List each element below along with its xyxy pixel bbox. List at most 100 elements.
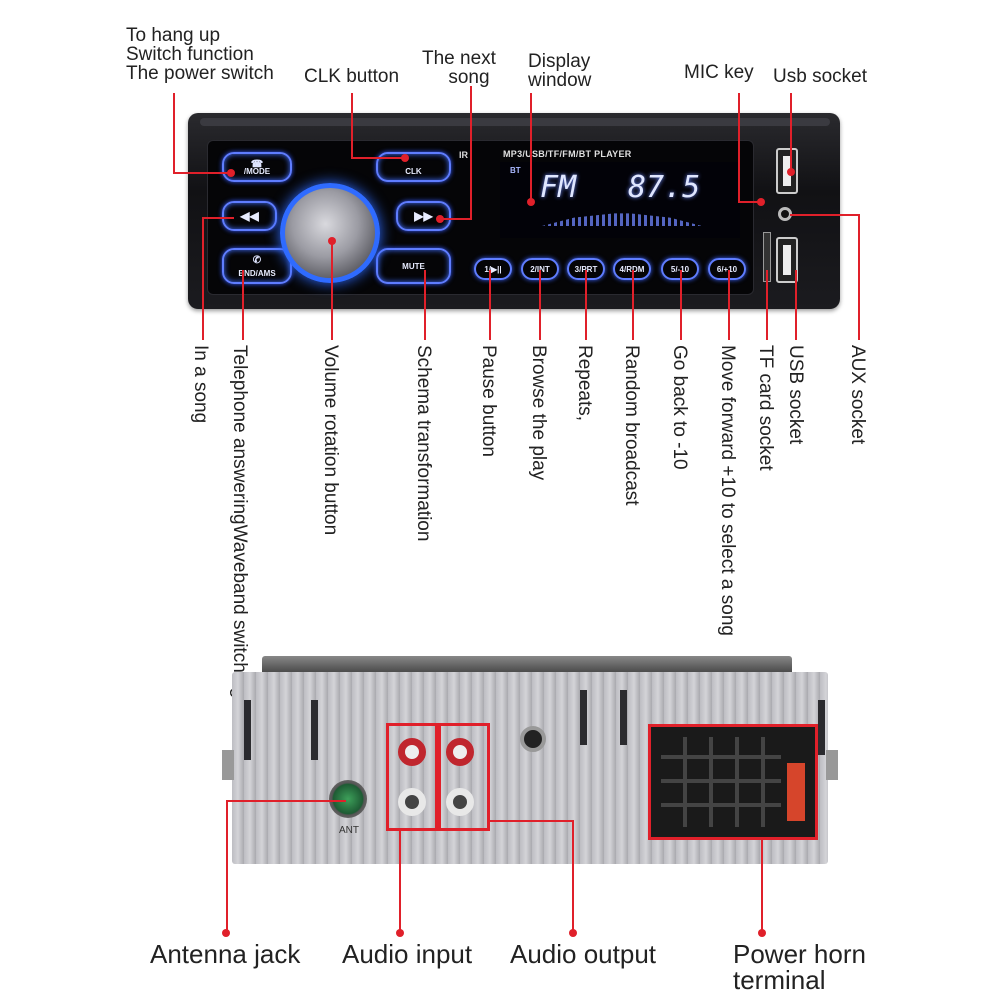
ir-label: IR bbox=[459, 150, 468, 160]
vent-slot bbox=[311, 700, 318, 760]
vent-slot bbox=[244, 700, 251, 760]
label-telephone: Telephone answeringWaveband switching bbox=[229, 345, 250, 699]
fuse-block bbox=[787, 763, 805, 821]
callout-pause bbox=[489, 270, 491, 340]
vent-slot bbox=[818, 700, 825, 755]
label-usb: USB socket bbox=[785, 345, 806, 445]
callout-in-song-h bbox=[202, 217, 234, 219]
label-back10: Go back to -10 bbox=[669, 345, 690, 470]
rear-left-tab bbox=[222, 750, 234, 780]
mode-button[interactable]: ☎ /MODE bbox=[222, 152, 292, 182]
callout-display-v bbox=[530, 93, 532, 201]
audio-output-highlight bbox=[438, 723, 490, 831]
callout-audio-in bbox=[399, 831, 401, 933]
rewind-icon: ◀◀ bbox=[240, 209, 259, 223]
callout-back10 bbox=[680, 270, 682, 340]
rca-input-red[interactable] bbox=[398, 738, 426, 766]
callout-dot bbox=[222, 929, 230, 937]
label-audio-output: Audio output bbox=[510, 939, 657, 969]
fast-forward-icon: ▶▶ bbox=[414, 209, 433, 223]
label-browse: Browse the play bbox=[528, 345, 549, 481]
rca-input-white[interactable] bbox=[398, 788, 426, 816]
callout-random bbox=[632, 270, 634, 340]
clk-button[interactable]: CLK bbox=[376, 152, 451, 182]
ant-label: ANT bbox=[339, 825, 359, 836]
prev-button[interactable]: ◀◀ bbox=[222, 201, 277, 231]
callout-dot bbox=[757, 198, 765, 206]
usb-port-bottom[interactable] bbox=[776, 237, 798, 283]
callout-in-song bbox=[202, 217, 204, 340]
connector-pins bbox=[661, 737, 781, 827]
callout-mic-v bbox=[738, 93, 740, 203]
callout-hang-up-h bbox=[173, 172, 231, 174]
callout-repeats bbox=[585, 270, 587, 340]
callout-dot bbox=[396, 929, 404, 937]
callout-dot bbox=[227, 169, 235, 177]
callout-usb-v bbox=[790, 93, 792, 171]
label-tf: TF card socket bbox=[755, 345, 776, 471]
callout-browse bbox=[539, 270, 541, 340]
label-mic-key: MIC key bbox=[684, 62, 754, 83]
screw-hole bbox=[520, 726, 546, 752]
volume-knob[interactable] bbox=[280, 183, 380, 283]
band-button[interactable]: ✆ BND/AMS bbox=[222, 248, 292, 284]
vent-slot bbox=[620, 690, 627, 745]
label-display-window: Display window bbox=[528, 51, 592, 91]
callout-audio-out-v bbox=[572, 820, 574, 933]
rear-right-tab bbox=[826, 750, 838, 780]
band-readout: FM bbox=[540, 170, 577, 205]
display-header: MP3/USB/TF/FM/BT PLAYER bbox=[503, 149, 632, 159]
callout-aux-h bbox=[790, 214, 860, 216]
rear-top-plate bbox=[262, 656, 792, 674]
antenna-jack[interactable] bbox=[329, 780, 367, 818]
spectrum-graphic bbox=[542, 213, 702, 226]
next-button[interactable]: ▶▶ bbox=[396, 201, 451, 231]
label-volume: Volume rotation button bbox=[320, 345, 341, 536]
label-schema: Schema transformation bbox=[413, 345, 434, 542]
mute-button[interactable]: MUTE bbox=[376, 248, 451, 284]
callout-hang-up-v bbox=[173, 93, 175, 174]
label-antenna-jack: Antenna jack bbox=[150, 939, 301, 969]
callout-antenna-v bbox=[226, 800, 228, 933]
callout-mic-h bbox=[738, 201, 762, 203]
callout-dot bbox=[401, 154, 409, 162]
preset-1-pause[interactable]: 1/▶|| bbox=[474, 258, 512, 280]
label-power-horn: Power horn terminal bbox=[733, 939, 866, 995]
label-aux: AUX socket bbox=[847, 345, 868, 445]
callout-dot bbox=[569, 929, 577, 937]
callout-aux-v bbox=[858, 214, 860, 340]
phone-answer-icon: ✆ bbox=[252, 255, 262, 266]
callout-usb-lower bbox=[795, 270, 797, 340]
callout-dot bbox=[328, 237, 336, 245]
callout-power bbox=[761, 840, 763, 933]
usb-contacts bbox=[783, 245, 791, 275]
callout-clk-h bbox=[351, 157, 405, 159]
label-forward10: Move forward +10 to select a song bbox=[717, 345, 738, 636]
callout-dot bbox=[758, 929, 766, 937]
callout-schema bbox=[424, 270, 426, 340]
label-next-song: The next song bbox=[422, 48, 496, 88]
callout-forward10 bbox=[728, 270, 730, 340]
bt-indicator: BT bbox=[510, 166, 521, 175]
label-usb-socket-top: Usb socket bbox=[773, 66, 867, 87]
callout-dot bbox=[787, 168, 795, 176]
callout-clk-v bbox=[351, 93, 353, 159]
rca-output-red[interactable] bbox=[446, 738, 474, 766]
label-repeats: Repeats, bbox=[574, 345, 595, 422]
callout-tf bbox=[766, 270, 768, 340]
callout-telephone bbox=[242, 270, 244, 340]
rca-output-white[interactable] bbox=[446, 788, 474, 816]
frequency-readout: 87.5 bbox=[628, 170, 701, 205]
label-random: Random broadcast bbox=[621, 345, 642, 506]
audio-input-highlight bbox=[386, 723, 438, 831]
callout-next-h bbox=[440, 218, 472, 220]
label-audio-input: Audio input bbox=[342, 939, 473, 969]
callout-audio-out-h bbox=[490, 820, 572, 822]
power-speaker-connector[interactable] bbox=[648, 724, 818, 840]
preset-6-forward[interactable]: 6/+10 bbox=[708, 258, 746, 280]
vent-slot bbox=[580, 690, 587, 745]
callout-volume bbox=[331, 240, 333, 340]
phone-hangup-icon: ☎ bbox=[250, 159, 264, 170]
callout-next-v bbox=[470, 86, 472, 220]
label-in-a-song: In a song bbox=[190, 345, 211, 424]
